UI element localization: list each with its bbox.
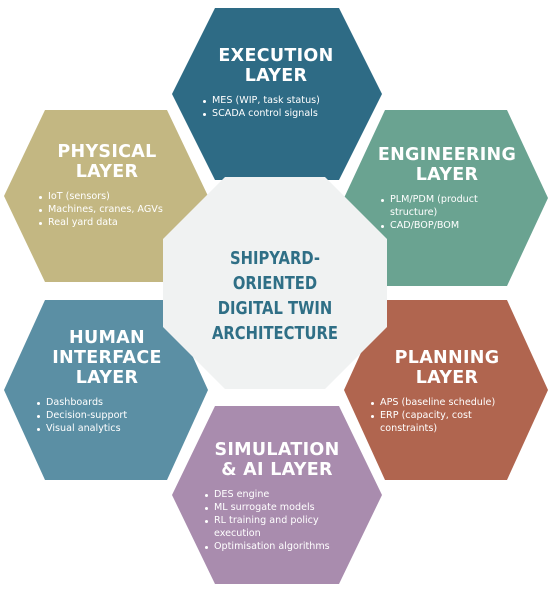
title-line: PLANNING [394, 348, 500, 368]
hex-simulation [172, 406, 382, 584]
title-line: LAYER [415, 368, 479, 388]
planning-layer-list: APS (baseline schedule) ERP (capacity, c… [366, 397, 530, 435]
title-line: SIMULATION [214, 440, 340, 460]
execution-layer: EXECUTION LAYER MES (WIP, task status) S… [196, 46, 356, 121]
list-item: Dashboards [36, 397, 186, 410]
list-item: Real yard data [38, 217, 188, 230]
human-interface-layer-list: Dashboards Decision-support Visual analy… [26, 397, 186, 436]
title-line: INTERFACE [52, 348, 162, 368]
hex-human-interface [4, 300, 208, 480]
human-interface-layer-title: HUMAN INTERFACE LAYER [26, 328, 188, 388]
center-title: SHIPYARD-ORIENTED DIGITAL TWIN ARCHITECT… [193, 246, 357, 346]
list-item: DES engine [204, 489, 354, 502]
list-item: CAD/BOP/BOM [380, 220, 520, 233]
title-line: & AI LAYER [221, 460, 333, 480]
physical-layer: PHYSICAL LAYER IoT (sensors) Machines, c… [26, 142, 188, 230]
list-item: ML surrogate models [204, 502, 354, 515]
human-interface-layer: HUMAN INTERFACE LAYER Dashboards Decisio… [26, 328, 188, 436]
center-title-line: SHIPYARD-ORIENTED [229, 248, 321, 294]
center-title-line: DIGITAL TWIN [217, 298, 333, 319]
hex-engineering [344, 110, 548, 286]
title-line: EXECUTION [218, 46, 334, 66]
simulation-layer-list: DES engine ML surrogate models RL traini… [194, 489, 354, 553]
physical-layer-title: PHYSICAL LAYER [26, 142, 188, 182]
simulation-layer-title: SIMULATION & AI LAYER [194, 440, 360, 480]
list-item: IoT (sensors) [38, 191, 188, 204]
title-line: PHYSICAL [57, 142, 157, 162]
hex-execution [172, 8, 382, 180]
engineering-layer-title: ENGINEERING LAYER [366, 145, 528, 185]
list-item: Decision-support [36, 410, 186, 423]
planning-layer-title: PLANNING LAYER [366, 348, 528, 388]
title-line: LAYER [75, 162, 139, 182]
center-octagon [163, 177, 387, 389]
title-line: LAYER [75, 368, 139, 388]
hex-physical [4, 110, 208, 282]
title-line: LAYER [415, 165, 479, 185]
title-line: LAYER [244, 66, 308, 86]
hex-planning [344, 300, 548, 480]
planning-layer: PLANNING LAYER APS (baseline schedule) E… [366, 348, 528, 436]
title-line: HUMAN [69, 328, 145, 348]
simulation-layer: SIMULATION & AI LAYER DES engine ML surr… [194, 440, 360, 554]
list-item: ERP (capacity, cost constraints) [370, 410, 530, 435]
list-item: RL training and policy execution [204, 515, 354, 540]
list-item: MES (WIP, task status) [202, 95, 356, 108]
center-title-line: ARCHITECTURE [212, 323, 338, 344]
list-item: PLM/PDM (product structure) [380, 194, 520, 219]
list-item: Visual analytics [36, 423, 186, 436]
execution-layer-title: EXECUTION LAYER [196, 46, 356, 86]
list-item: Optimisation algorithms [204, 541, 354, 554]
execution-layer-list: MES (WIP, task status) SCADA control sig… [196, 95, 356, 121]
list-item: Machines, cranes, AGVs [38, 204, 188, 217]
list-item: APS (baseline schedule) [370, 397, 530, 410]
title-line: ENGINEERING [377, 145, 517, 165]
engineering-layer: ENGINEERING LAYER PLM/PDM (product struc… [366, 145, 528, 233]
engineering-layer-list: PLM/PDM (product structure) CAD/BOP/BOM [366, 194, 520, 232]
list-item: SCADA control signals [202, 108, 356, 121]
physical-layer-list: IoT (sensors) Machines, cranes, AGVs Rea… [26, 191, 188, 230]
